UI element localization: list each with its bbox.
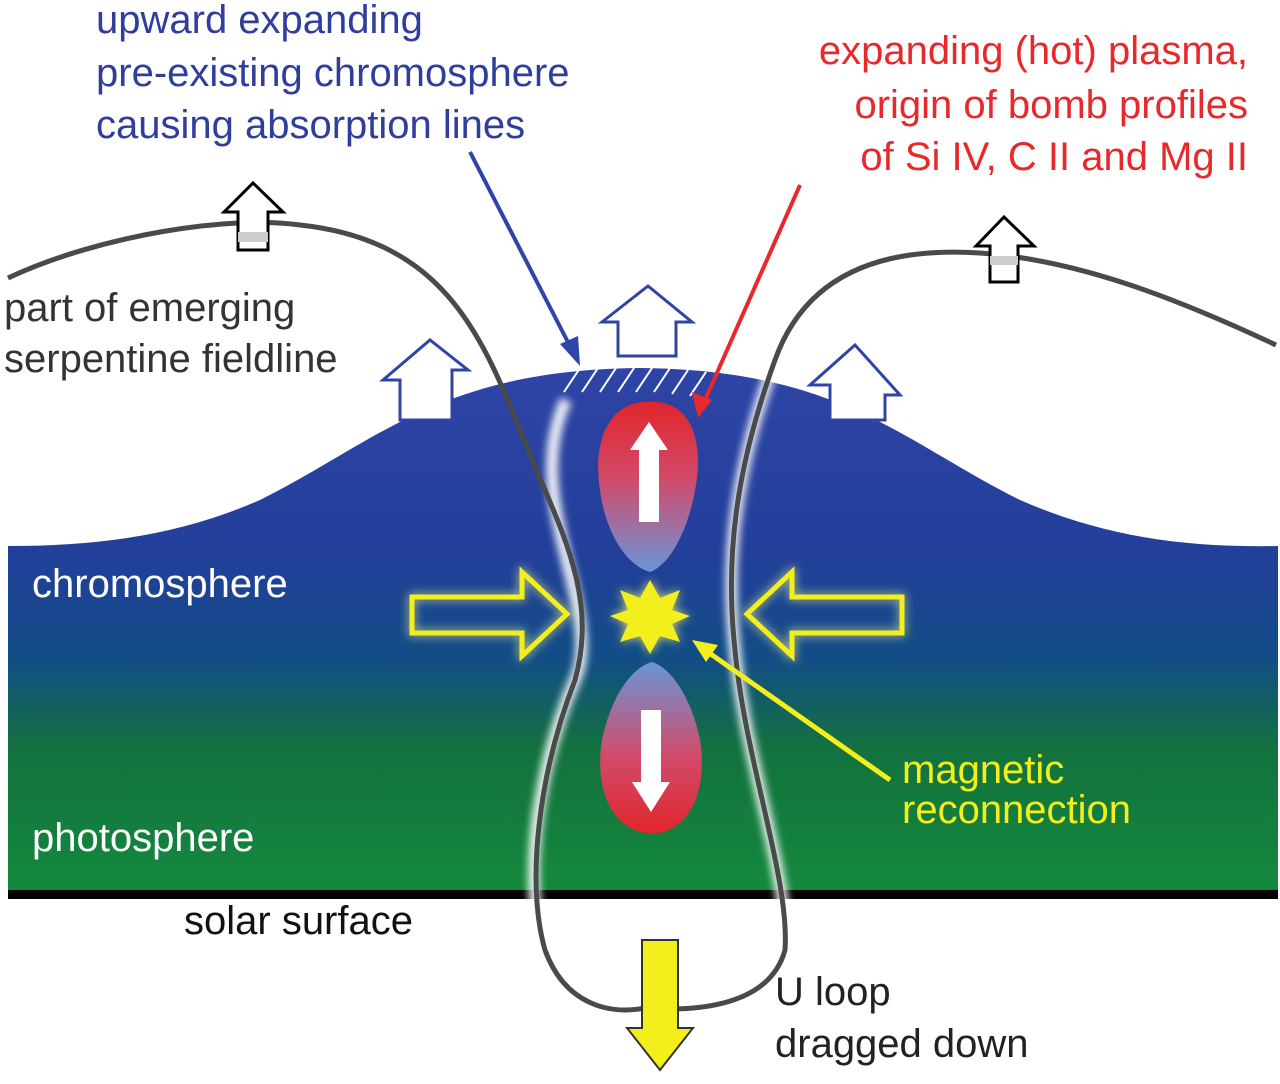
- solar-surface-label: solar surface: [184, 899, 413, 943]
- upward-arrow-icon: [597, 284, 697, 358]
- upward-arrow-icon: [806, 342, 904, 422]
- inflow-arrow-right-icon: [743, 566, 905, 662]
- downward-drag-arrow-icon: [624, 939, 696, 1072]
- inflow-arrow-left-icon: [409, 566, 571, 662]
- blue-pointer-arrow-icon: [468, 151, 580, 366]
- svg-text:serpentine fieldline: serpentine fieldline: [4, 337, 338, 381]
- absorption-hatch-lines: [563, 367, 707, 397]
- yellow-pointer-arrow-icon: [692, 640, 892, 783]
- svg-text:expanding (hot) plasma,: expanding (hot) plasma,: [819, 29, 1248, 73]
- magnetic-reconnection-label: magnetic reconnection: [902, 748, 1131, 832]
- svg-text:U loop: U loop: [775, 970, 891, 1014]
- svg-text:dragged down: dragged down: [775, 1022, 1029, 1066]
- red-pointer-arrow-icon: [692, 184, 802, 418]
- svg-text:part of emerging: part of emerging: [4, 286, 295, 330]
- svg-text:reconnection: reconnection: [902, 788, 1131, 832]
- upward-arrow-icon: [972, 214, 1038, 284]
- upward-expanding-label: upward expanding pre-existing chromosphe…: [96, 0, 570, 147]
- expanding-plasma-label: expanding (hot) plasma, origin of bomb p…: [819, 29, 1248, 179]
- arrow-down-icon: [632, 710, 670, 812]
- chromosphere-label: chromosphere: [32, 562, 288, 606]
- photosphere-label: photosphere: [32, 816, 254, 860]
- u-loop-label: U loop dragged down: [775, 970, 1029, 1066]
- emerging-fieldline-label: part of emerging serpentine fieldline: [4, 286, 338, 381]
- svg-text:upward expanding: upward expanding: [96, 0, 423, 42]
- svg-text:of Si IV, C II and Mg II: of Si IV, C II and Mg II: [860, 135, 1248, 179]
- svg-text:pre-existing chromosphere: pre-existing chromosphere: [96, 51, 570, 95]
- svg-text:origin of bomb profiles: origin of bomb profiles: [854, 83, 1248, 127]
- arrow-up-icon: [630, 422, 668, 522]
- svg-text:magnetic: magnetic: [902, 748, 1064, 792]
- upward-arrow-icon: [378, 338, 473, 422]
- reconnection-star-icon: [610, 580, 690, 654]
- svg-text:causing absorption lines: causing absorption lines: [96, 103, 525, 147]
- serpentine-fieldline-right: [644, 249, 1278, 1012]
- solar-surface-line: [8, 890, 1278, 899]
